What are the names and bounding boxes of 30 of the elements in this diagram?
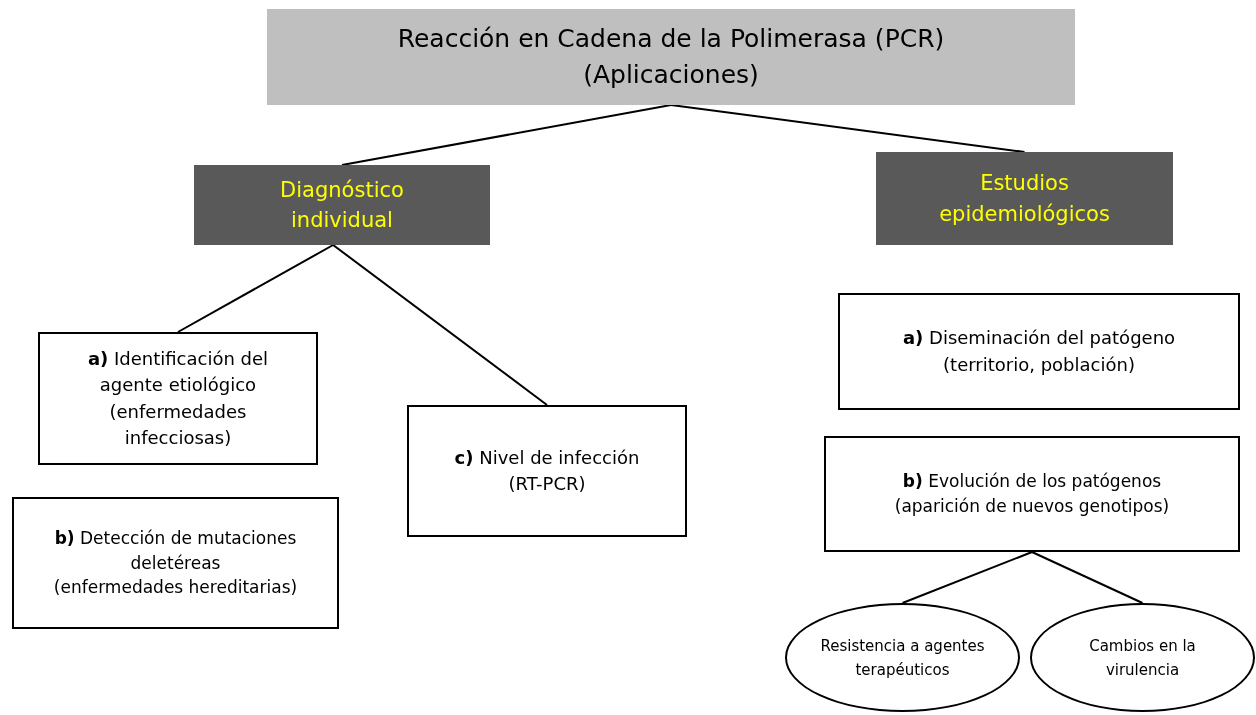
node-text: Cambios en la virulencia [1088,635,1197,681]
node-text: (aparición de nuevos genotipos) [894,495,1170,518]
connector-line [670,104,1026,153]
text-box [38,332,318,465]
node-text: Reacción en Cadena de la Polimerasa (PCR) [397,22,945,55]
node-text: Diagnóstico individual [279,176,405,234]
connector-line [1031,551,1144,604]
node-text: c) Nivel de infección [454,445,640,470]
node-text: (enfermedades infecciosas) [108,399,248,450]
connector-line [177,244,335,333]
text-box [838,293,1240,410]
node-text: b) Detección de mutaciones deletéreas [53,527,298,575]
node-text: a) Identificación del agente etiológico [86,347,270,398]
node-text: (territorio, población) [943,352,1135,377]
title-box [267,9,1075,105]
node-text: a) Diseminación del patógeno [902,326,1176,351]
node-text: Estudios epidemiológicos [938,170,1111,228]
node-text: (Aplicaciones) [583,59,759,91]
text-box [824,436,1240,552]
category-box [876,152,1173,245]
node-text: Resistencia a agentes terapéuticos [819,635,986,681]
node-text: (enfermedades hereditarias) [53,576,298,600]
text-box [12,497,339,629]
connector-line [901,551,1033,604]
text-box [407,405,687,537]
node-text: b) Evolución de los patógenos [902,470,1162,494]
node-text: (RT-PCR) [508,472,586,496]
connector-line [332,244,548,406]
category-box [194,165,490,245]
connector-line [341,104,672,166]
